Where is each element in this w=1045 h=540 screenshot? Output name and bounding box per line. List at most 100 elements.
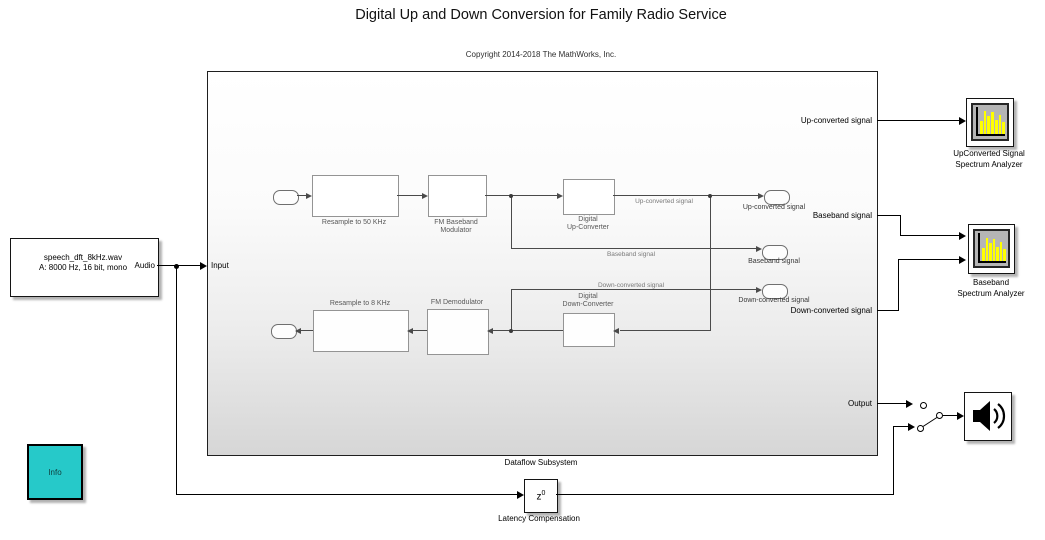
copyright-annotation: Copyright 2014-2018 The MathWorks, Inc. [465, 50, 617, 59]
wire-segment [301, 330, 313, 331]
wire-segment [620, 330, 710, 331]
arrowhead [906, 400, 913, 408]
wire-segment [877, 215, 900, 216]
wire-segment [943, 415, 957, 416]
wire-segment [877, 310, 898, 311]
upconverted-spectrum-analyzer-block[interactable] [966, 98, 1014, 147]
arrowhead [959, 256, 966, 264]
subsystem-port-input-label: Input [211, 261, 229, 270]
wire-segment [898, 259, 959, 260]
wire-segment [297, 195, 306, 196]
baseband-spectrum-analyzer-block[interactable] [968, 224, 1015, 274]
wire-segment [176, 266, 177, 495]
arrowhead [487, 328, 493, 334]
wire-segment [413, 330, 427, 331]
speaker-icon [973, 401, 1006, 431]
outport-oval-down[interactable] [762, 284, 788, 299]
subsystem-port-up-label: Up-converted signal [800, 116, 872, 125]
arrowhead [756, 246, 762, 252]
subsystem-port-down-label: Down-converted signal [790, 306, 872, 315]
arrowhead [200, 262, 207, 270]
dataflow-subsystem-block[interactable] [207, 71, 878, 456]
info-block[interactable]: Info [27, 444, 83, 500]
outport-oval-audio[interactable] [271, 324, 297, 339]
wire-segment [893, 427, 894, 495]
wire-segment [397, 195, 422, 196]
wire-segment [485, 195, 557, 196]
signal-label-baseband: Baseband signal [606, 251, 656, 258]
inport-oval[interactable] [273, 190, 299, 205]
upconverted-analyzer-label-2: Spectrum Analyzer [955, 160, 1023, 169]
arrowhead [306, 193, 312, 199]
upconverted-analyzer-label-1: UpConverted Signal [953, 149, 1025, 158]
resample-to-50khz-label: Resample to 50 KHz [321, 219, 387, 226]
arrowhead [959, 232, 966, 240]
manual-switch-input2[interactable] [917, 425, 924, 432]
baseband-analyzer-label-2: Spectrum Analyzer [957, 289, 1025, 298]
wire-segment [710, 196, 711, 331]
branch-dot [509, 194, 513, 198]
outport-down-label: Down-converted signal [738, 297, 810, 304]
wire-segment [511, 290, 512, 331]
branch-dot [708, 194, 712, 198]
resample-to-50khz-block[interactable] [312, 175, 399, 217]
wire-segment [893, 426, 908, 427]
wire-segment [877, 120, 959, 121]
spectrum-bars [982, 237, 1007, 261]
arrowhead [613, 328, 619, 334]
latency-compensation-label: Latency Compensation [498, 514, 580, 523]
signal-label-down: Down-converted signal [597, 282, 665, 289]
signal-label-up: Up-converted signal [635, 198, 693, 205]
spectrum-axis-x [978, 261, 1006, 263]
resample-to-8khz-block[interactable] [313, 310, 409, 352]
source-audio-block[interactable] [10, 238, 159, 297]
info-block-label: Info [48, 467, 62, 477]
digital-down-converter-block[interactable] [563, 313, 615, 347]
arrowhead [407, 328, 413, 334]
digital-up-converter-label-1: Digital [578, 216, 598, 223]
wire-segment [613, 195, 758, 196]
wire-segment [511, 248, 756, 249]
fm-demodulator-block[interactable] [427, 309, 489, 355]
outport-baseband-label: Baseband signal [748, 258, 800, 265]
latency-symbol: z0 [536, 489, 546, 503]
arrowhead [295, 328, 301, 334]
wire-segment [176, 494, 517, 495]
outport-up-label: Up-converted signal [742, 204, 806, 211]
wire-segment [556, 494, 893, 495]
wire-segment [511, 289, 756, 290]
latency-compensation-block[interactable]: z0 [524, 479, 558, 513]
arrowhead [957, 412, 964, 420]
arrowhead [908, 423, 915, 431]
dataflow-subsystem-label: Dataflow Subsystem [504, 458, 578, 467]
wire-segment [511, 196, 512, 249]
outport-oval-up[interactable] [764, 190, 790, 205]
wire-segment [493, 330, 563, 331]
fm-baseband-modulator-block[interactable] [428, 175, 487, 217]
baseband-analyzer-label-1: Baseband [972, 278, 1010, 287]
branch-dot [509, 329, 513, 333]
arrowhead [959, 117, 966, 125]
wire-segment [900, 235, 959, 236]
spectrum-bars [980, 110, 1006, 134]
digital-up-converter-block[interactable] [563, 179, 615, 215]
wire-segment [877, 403, 906, 404]
fm-baseband-modulator-label-2: Modulator [440, 227, 472, 234]
spectrum-icon [971, 103, 1009, 141]
wire-segment [900, 215, 901, 236]
arrowhead [517, 491, 524, 499]
spectrum-axis-y [976, 107, 978, 136]
manual-switch-output[interactable] [936, 412, 943, 419]
manual-switch-lever[interactable] [922, 416, 938, 427]
source-audio-format: A: 8000 Hz, 16 bit, mono [38, 263, 128, 272]
manual-switch-input1[interactable] [920, 402, 927, 409]
digital-down-converter-label-1: Digital [578, 293, 598, 300]
spectrum-axis-y [978, 233, 980, 263]
audio-device-writer-block[interactable] [964, 392, 1012, 441]
digital-down-converter-label-2: Down-Converter [562, 301, 614, 308]
source-audio-port-label: Audio [134, 261, 155, 270]
arrowhead [758, 193, 764, 199]
subsystem-port-output-label: Output [847, 399, 872, 408]
outport-oval-baseband[interactable] [762, 245, 788, 260]
